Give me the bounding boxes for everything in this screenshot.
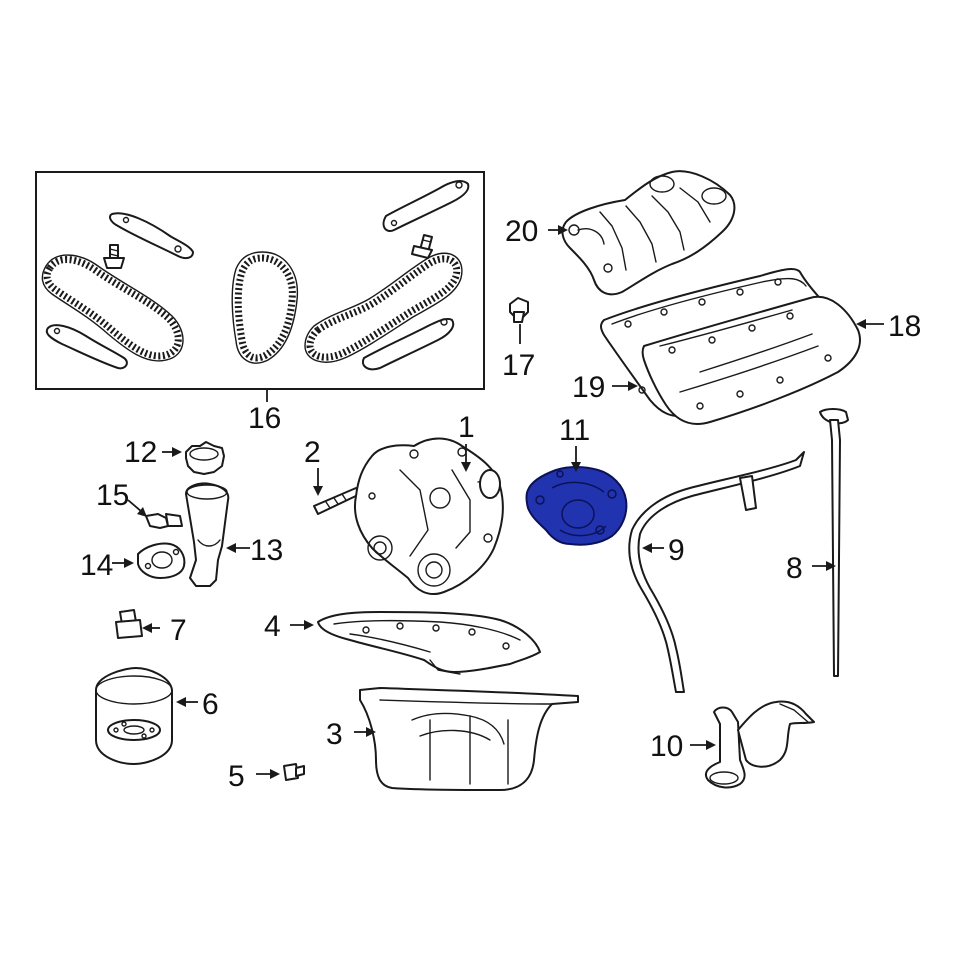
timing-kit-group <box>35 171 485 402</box>
oil-pump[interactable] <box>525 466 628 546</box>
timing-chain-left[interactable] <box>41 254 184 362</box>
timing-chain-center[interactable] <box>231 251 299 364</box>
callout-4: 4 <box>264 610 281 643</box>
oil-pan-bolt[interactable] <box>283 763 305 781</box>
oil-dipstick[interactable] <box>819 408 849 677</box>
callout-10: 10 <box>650 730 683 763</box>
filler-tube-gasket[interactable] <box>137 542 186 579</box>
oil-pan[interactable] <box>359 687 579 791</box>
callout-15: 15 <box>96 479 129 512</box>
callout-1: 1 <box>458 411 475 444</box>
callout-8: 8 <box>786 552 803 585</box>
chain-guide-right-upper[interactable] <box>382 180 470 232</box>
callout-7: 7 <box>170 614 187 647</box>
callout-17: 17 <box>502 349 535 382</box>
guide-bolt-right[interactable] <box>411 234 433 259</box>
callout-13: 13 <box>250 534 283 567</box>
dipstick-tube[interactable] <box>628 451 805 693</box>
timing-kit-box <box>35 171 485 390</box>
callout-2: 2 <box>304 436 321 469</box>
valve-cover[interactable] <box>641 295 861 425</box>
callout-18: 18 <box>888 310 921 343</box>
callout-6: 6 <box>202 688 219 721</box>
timing-chain-right[interactable] <box>304 252 463 363</box>
oil-pickup-tube[interactable] <box>704 700 815 789</box>
chain-guide-left-lower[interactable] <box>45 324 128 370</box>
chain-guide-left-upper[interactable] <box>109 212 194 260</box>
callout-3: 3 <box>326 718 343 751</box>
callout-11: 11 <box>559 414 590 447</box>
callout-16: 16 <box>248 402 281 435</box>
oil-filler-cap[interactable] <box>185 441 225 475</box>
guide-bolt-left[interactable] <box>103 244 125 269</box>
oil-pan-gasket[interactable] <box>317 611 541 675</box>
callout-5: 5 <box>228 760 245 793</box>
callout-19: 19 <box>572 371 605 404</box>
pcv-valve-clip[interactable] <box>509 297 529 323</box>
intake-manifold[interactable] <box>561 170 736 296</box>
callout-9: 9 <box>668 534 685 567</box>
chain-guide-right-lower[interactable] <box>362 318 455 371</box>
callout-12: 12 <box>124 436 157 469</box>
oil-drain-plug[interactable] <box>115 609 143 639</box>
oil-filter[interactable] <box>95 667 173 765</box>
timing-cover[interactable] <box>354 437 504 596</box>
oil-pressure-sensor[interactable] <box>145 513 183 529</box>
oil-filler-tube[interactable] <box>185 482 230 587</box>
callout-20: 20 <box>505 215 538 248</box>
stud-bolt[interactable] <box>313 487 361 515</box>
callout-14: 14 <box>80 549 113 582</box>
